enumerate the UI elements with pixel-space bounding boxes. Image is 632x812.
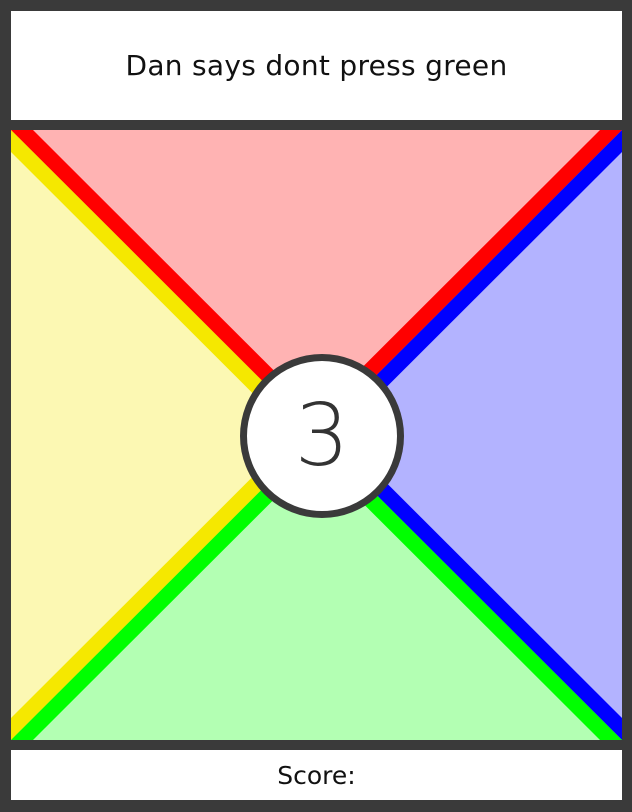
green-button[interactable] [11, 435, 622, 740]
board-svg [11, 130, 622, 740]
yellow-edge-top [11, 130, 317, 435]
countdown-value: 3 [294, 386, 350, 486]
yellow-button[interactable] [11, 130, 317, 740]
score-label: Score: [277, 760, 356, 790]
game-board [11, 130, 622, 740]
countdown-circle: 3 [240, 354, 404, 518]
green-edge-left [11, 435, 317, 740]
instruction-text: Dan says dont press green [125, 49, 508, 82]
red-button[interactable] [11, 130, 622, 435]
blue-edge-top [316, 130, 622, 435]
green-edge-right [316, 435, 622, 740]
blue-button[interactable] [316, 130, 623, 740]
score-panel: Score: [11, 750, 622, 800]
instruction-panel: Dan says dont press green [11, 11, 622, 120]
